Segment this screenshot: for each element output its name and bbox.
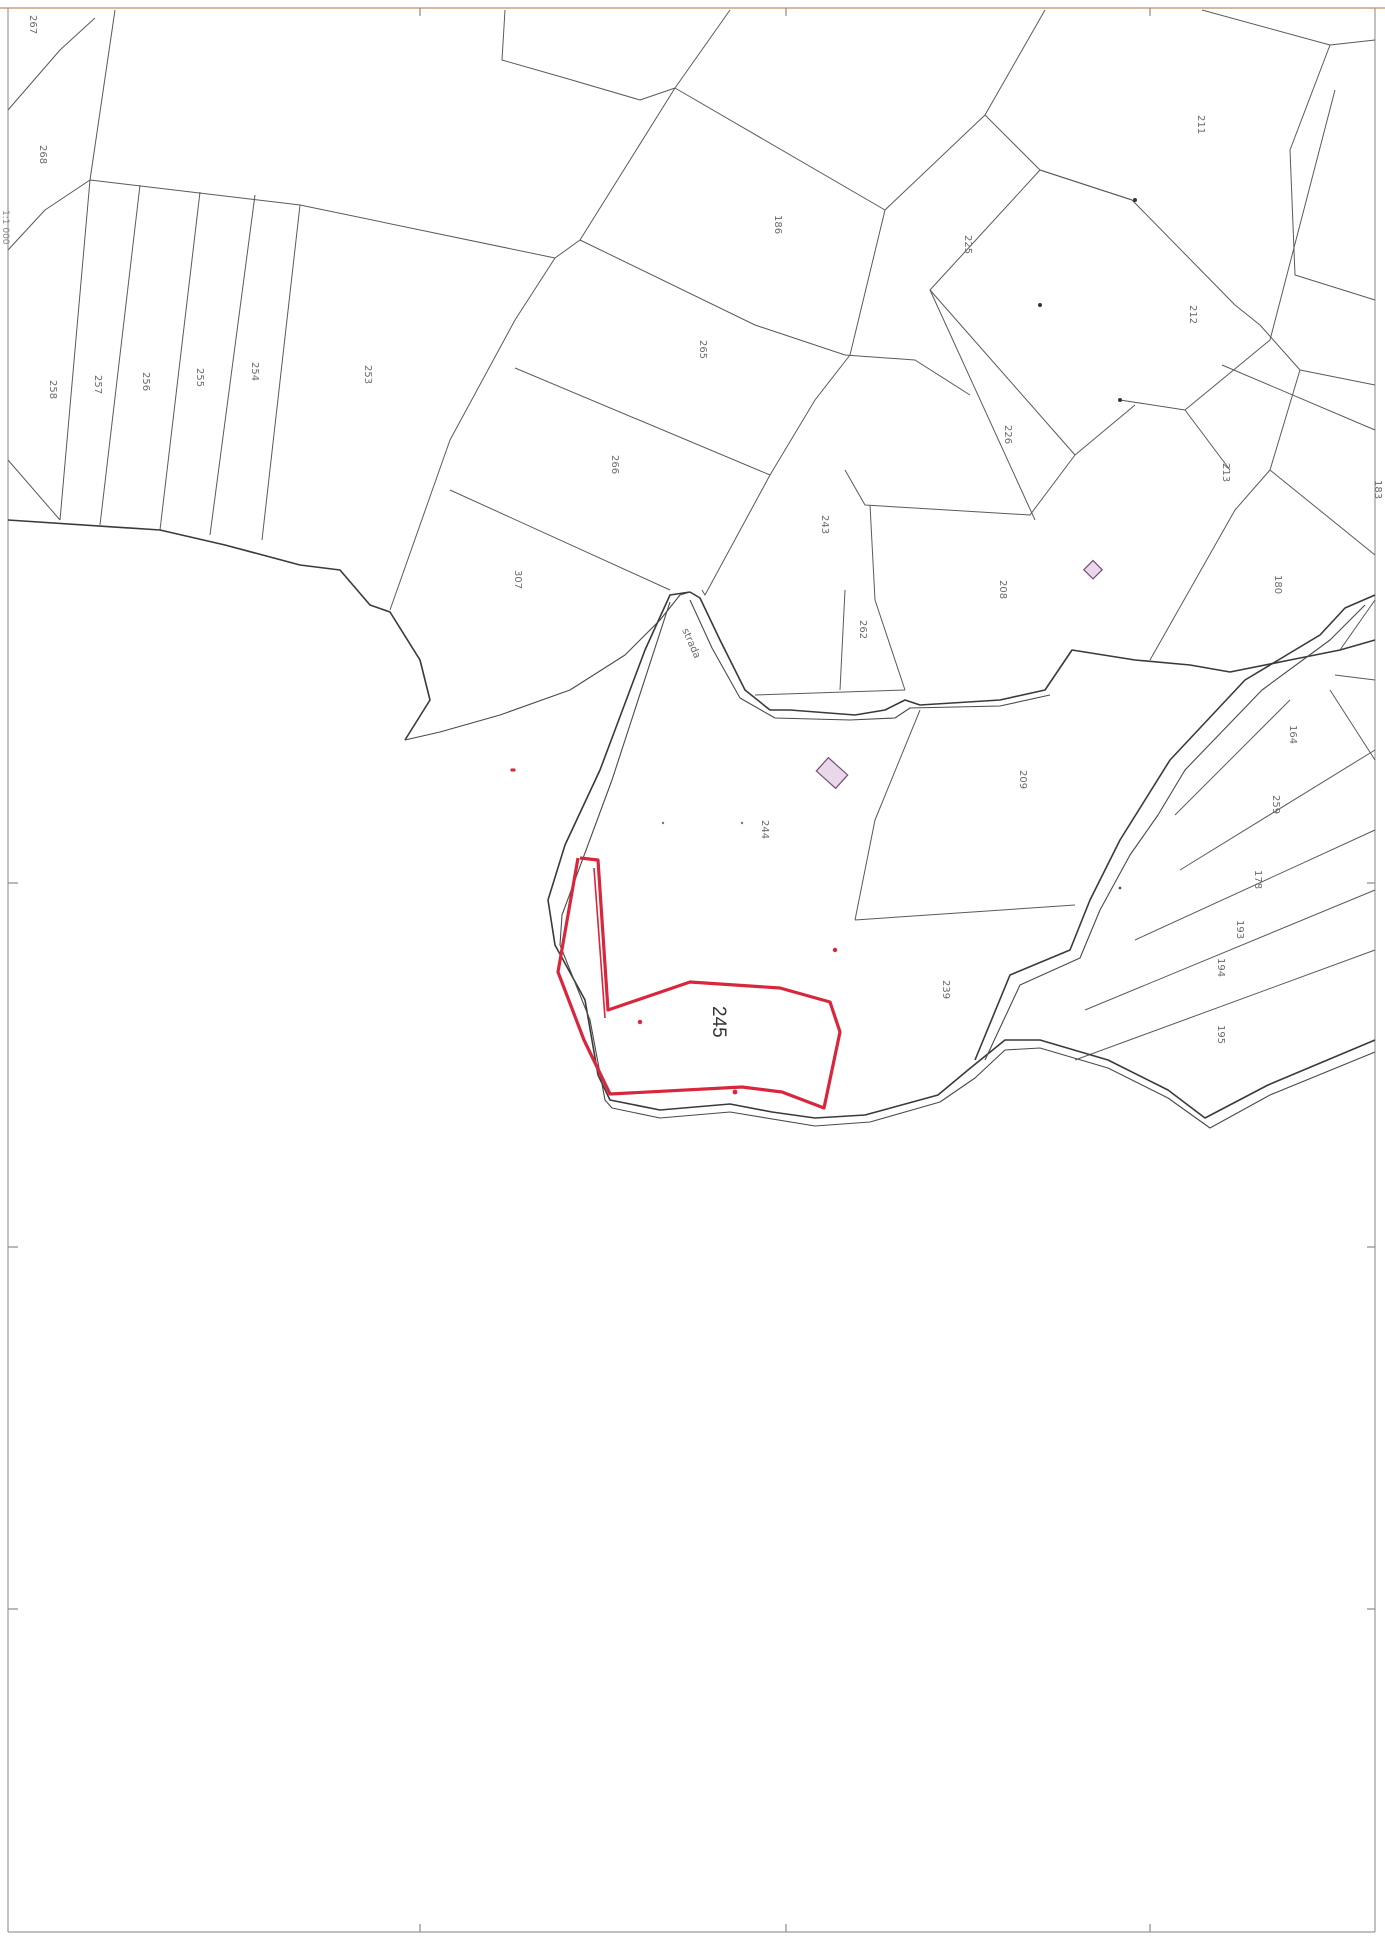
parcel-label: 195 xyxy=(1215,1025,1226,1044)
parcel-label: 194 xyxy=(1215,958,1226,977)
parcel-label: 239 xyxy=(940,980,951,999)
survey-markers xyxy=(510,198,1137,890)
map-frame xyxy=(0,7,1385,1933)
parcel-label: 211 xyxy=(1195,115,1206,134)
parcel-label: 186 xyxy=(772,215,783,234)
parcel-label: 265 xyxy=(697,340,708,359)
parcel-label: 257 xyxy=(92,375,103,394)
parcel-label: 212 xyxy=(1187,305,1198,324)
parcel-label: 209 xyxy=(1017,770,1028,789)
road-label: strada xyxy=(679,627,702,661)
parcel-label: 193 xyxy=(1234,920,1245,939)
parcel-label: 254 xyxy=(249,362,260,381)
parcel-label: 183 xyxy=(1372,480,1383,499)
parcel-boundaries xyxy=(7,9,1376,1061)
parcel-label: 226 xyxy=(1002,425,1013,444)
highlighted-parcel-label: 245 xyxy=(708,1006,729,1038)
parcel-label: 253 xyxy=(362,365,373,384)
parcel-label: 255 xyxy=(194,368,205,387)
parcel-label: 225 xyxy=(962,235,973,254)
outer-boundary xyxy=(7,519,1376,1129)
parcel-label: 178 xyxy=(1252,870,1263,889)
parcel-labels: 211 186 225 212 265 226 213 183 258 257 … xyxy=(27,15,1383,1044)
parcel-label: 243 xyxy=(819,515,830,534)
buildings xyxy=(815,559,1104,790)
parcel-label: 213 xyxy=(1220,463,1231,482)
parcel-label: 180 xyxy=(1272,575,1283,594)
building-208 xyxy=(1082,559,1104,580)
corner-scale-label: 1:1 000 xyxy=(0,210,10,245)
parcel-label: 258 xyxy=(47,380,58,399)
parcel-label: 307 xyxy=(512,570,523,589)
parcel-label: 266 xyxy=(609,455,620,474)
parcel-label: 262 xyxy=(857,620,868,639)
parcel-label: 208 xyxy=(997,580,1008,599)
highlighted-parcel-245 xyxy=(512,768,842,1110)
parcel-label: 259 xyxy=(1270,795,1281,814)
parcel-label: 268 xyxy=(37,145,48,164)
building-244 xyxy=(815,756,849,790)
parcel-label: 164 xyxy=(1287,725,1298,744)
parcel-label: 256 xyxy=(140,372,151,391)
parcel-label: 267 xyxy=(27,15,38,34)
parcel-label: 244 xyxy=(759,820,770,839)
